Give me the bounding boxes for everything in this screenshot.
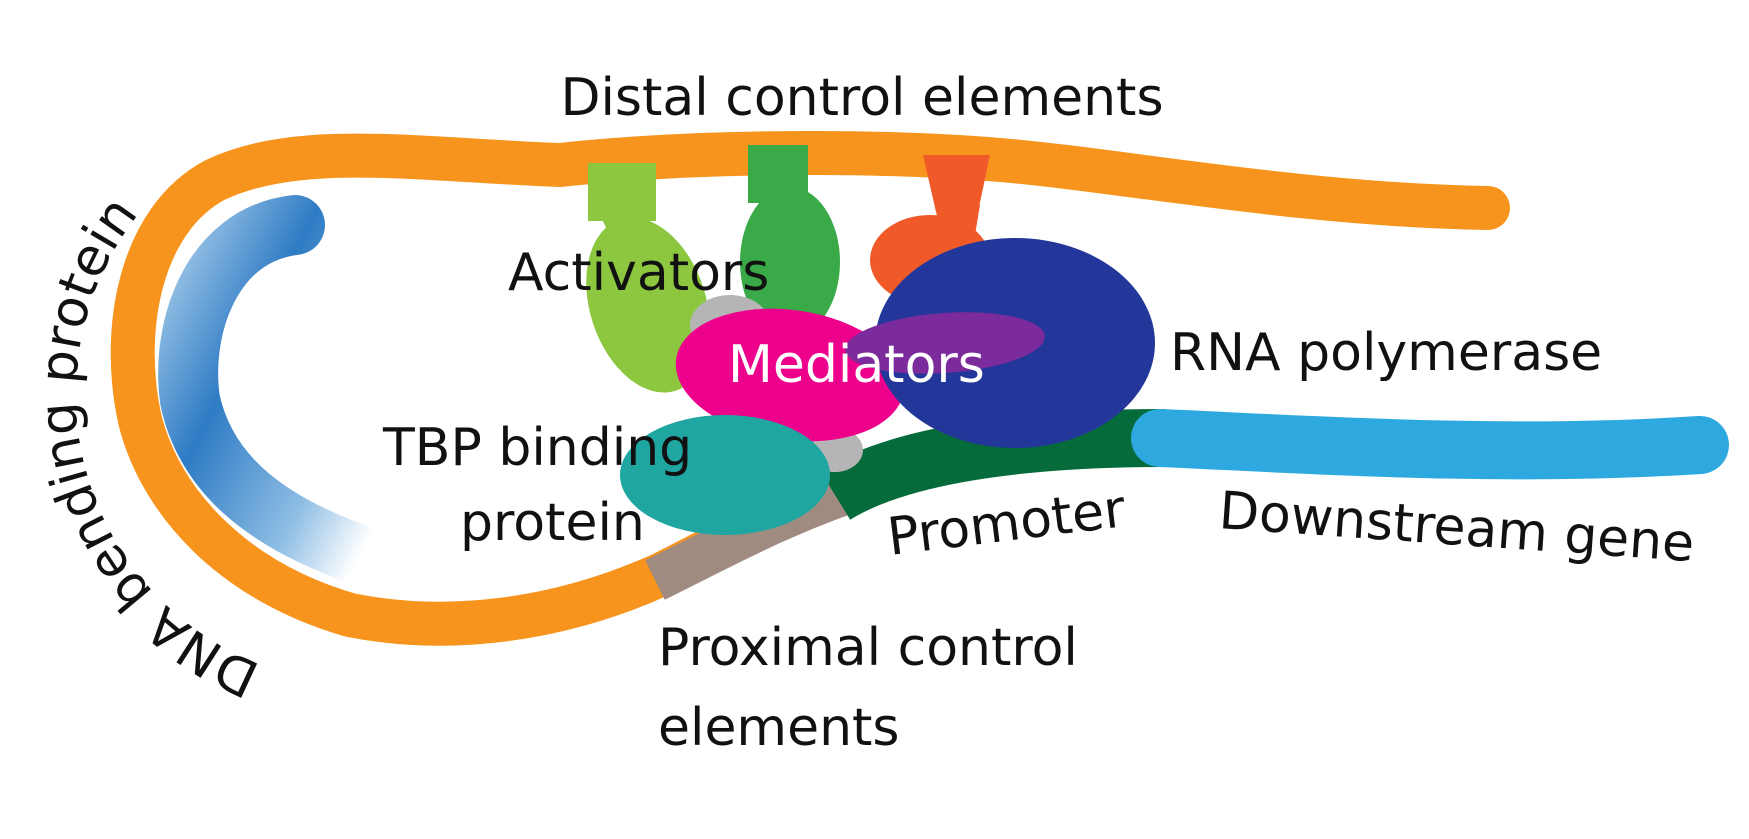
label-promoter: Promoter (884, 479, 1129, 568)
label-mediators: Mediators (728, 335, 985, 395)
activator-light-green (586, 217, 710, 393)
activator-green (740, 187, 840, 337)
label-rna-polymerase: RNA polymerase (1170, 323, 1602, 383)
label-downstream-gene: Downstream gene (1217, 481, 1696, 574)
label-proximal-control: Proximal control (658, 618, 1078, 678)
label-distal-control-elements: Distal control elements (560, 68, 1163, 128)
distal-element-light-green (588, 163, 656, 221)
distal-element-red (923, 155, 990, 212)
label-activators: Activators (508, 243, 769, 303)
purple-overlap-shape (845, 312, 1045, 374)
mediators-shape (675, 308, 905, 442)
dna-bending-protein-shape (158, 195, 390, 585)
label-proximal-elements: elements (658, 698, 900, 758)
dna-strand-orange (110, 131, 1510, 646)
downstream-gene-segment (1131, 409, 1729, 480)
promoter-segment (819, 409, 1166, 521)
label-tbp-protein: protein (460, 493, 645, 553)
label-tbp-binding: TBP binding (382, 418, 692, 478)
tbp-binding-protein-shape (620, 415, 830, 535)
